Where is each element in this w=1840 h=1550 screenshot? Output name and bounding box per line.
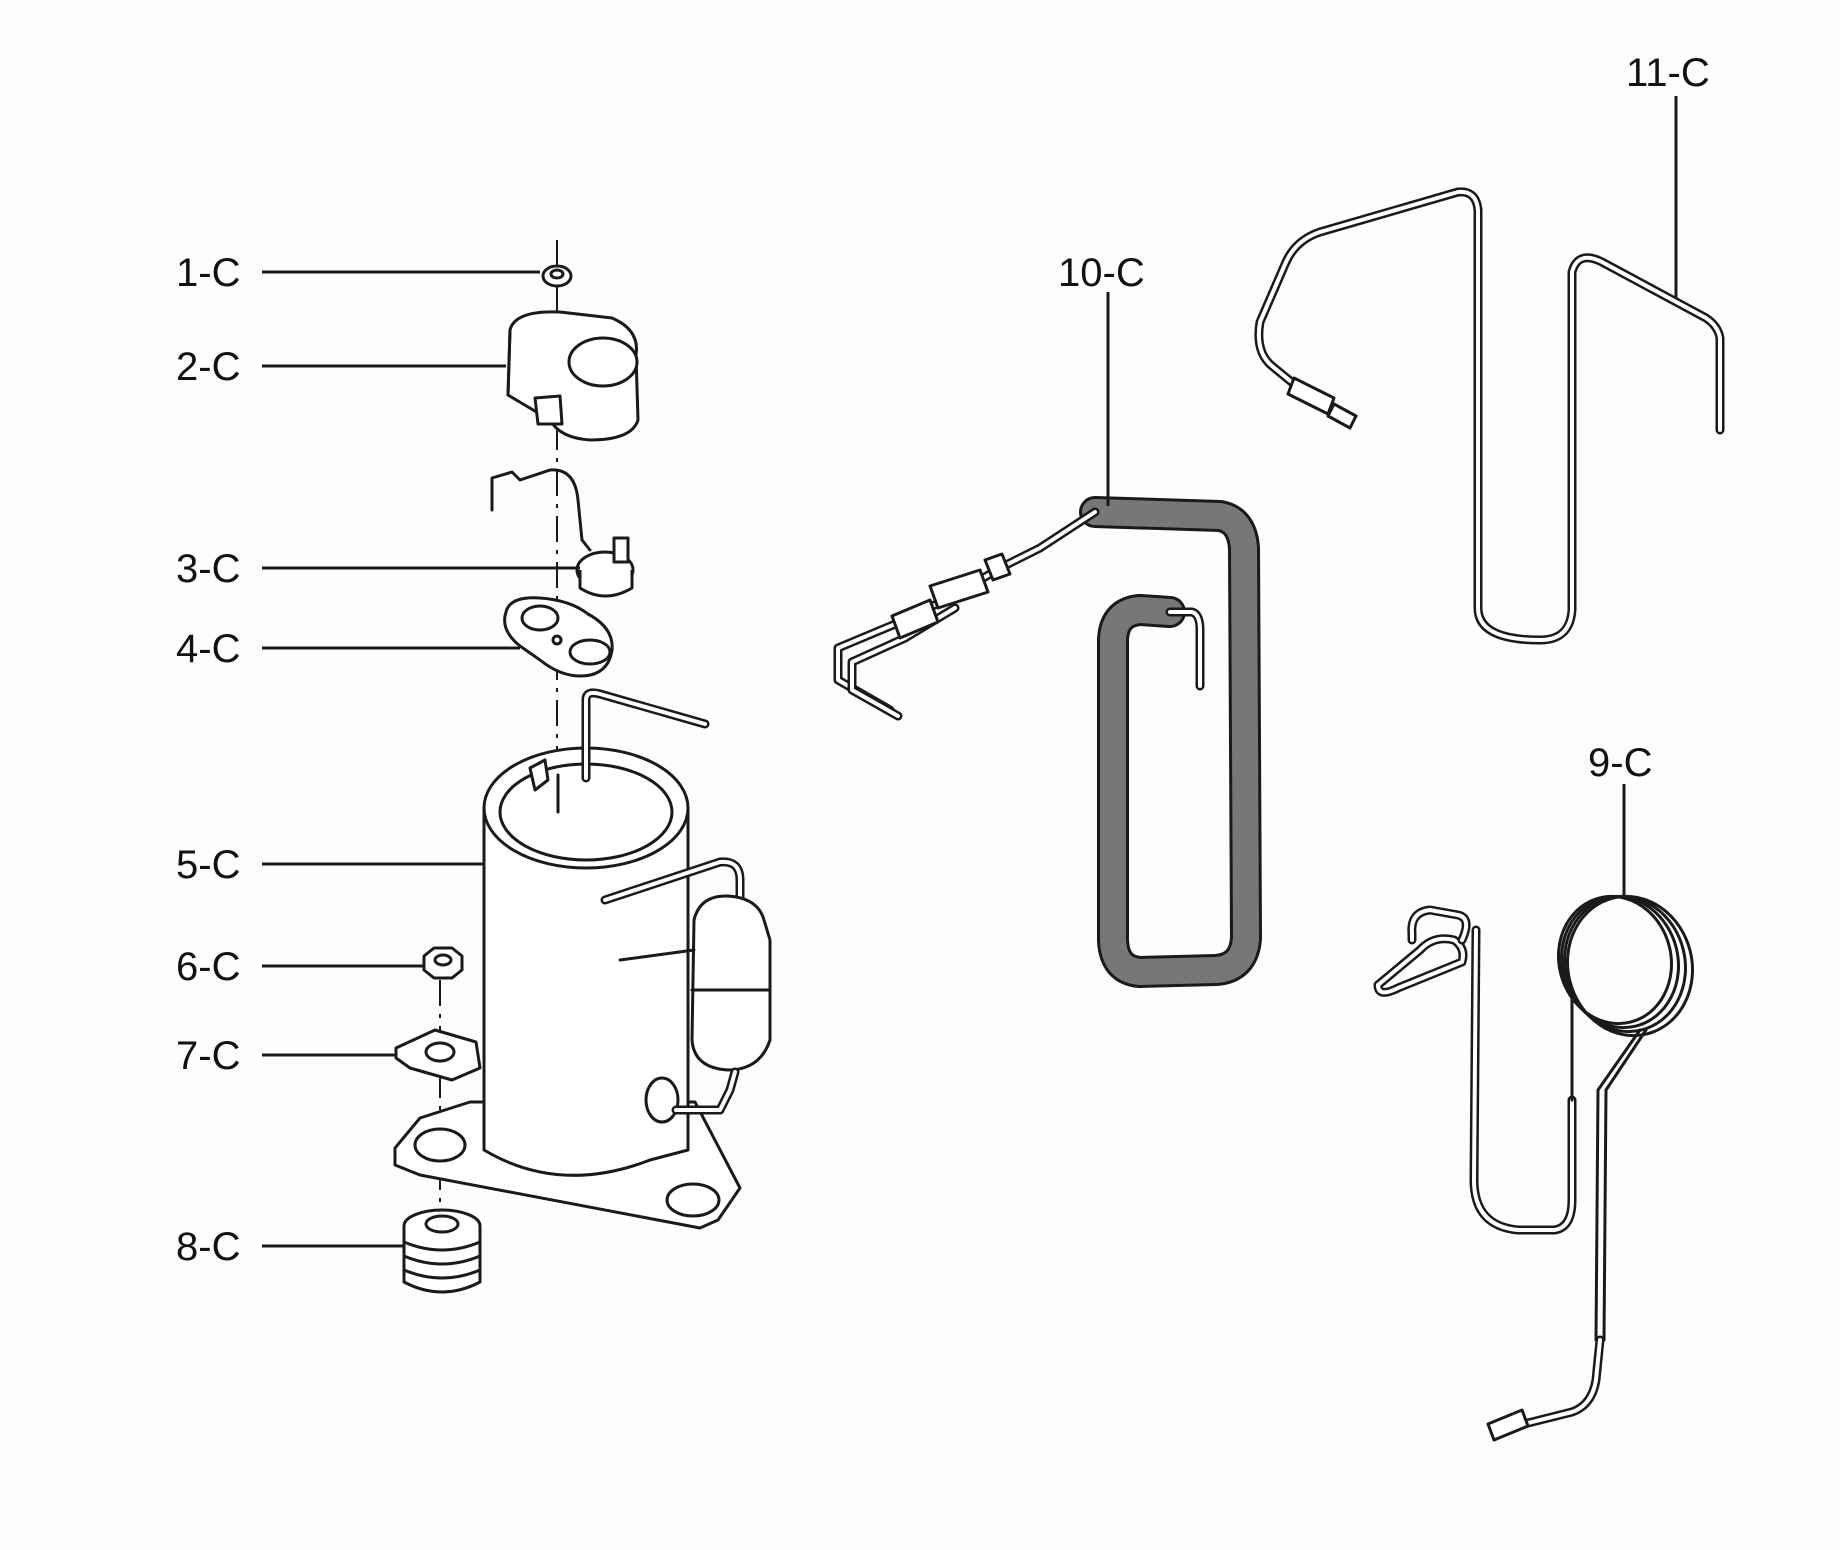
label-part-11-c: 11-C bbox=[1626, 51, 1710, 95]
label-part-6-c: 6-C bbox=[176, 945, 240, 989]
label-part-2-c: 2-C bbox=[176, 345, 240, 389]
part-1-c-nut bbox=[541, 264, 573, 288]
label-part-5-c: 5-C bbox=[176, 843, 240, 887]
label-part-10-c: 10-C bbox=[1058, 251, 1145, 295]
part-2-c-terminal-cover bbox=[506, 310, 640, 442]
label-part-8-c: 8-C bbox=[176, 1225, 240, 1269]
part-9-c-capillary-coil bbox=[1373, 894, 1694, 1442]
part-7-c-washer-plate bbox=[394, 1028, 482, 1082]
part-labels: 1-C 2-C 3-C 4-C 5-C 6-C 7-C 8-C 9-C 10-C… bbox=[176, 51, 1710, 1269]
label-part-3-c: 3-C bbox=[176, 547, 240, 591]
label-part-1-c: 1-C bbox=[176, 251, 240, 295]
part-5-c-compressor bbox=[393, 688, 772, 1230]
part-4-c-gasket bbox=[503, 596, 614, 678]
part-8-c-rubber-grommet bbox=[402, 1208, 482, 1294]
label-part-7-c: 7-C bbox=[176, 1034, 240, 1078]
label-part-4-c: 4-C bbox=[176, 627, 240, 671]
part-3-c-overload-protector bbox=[490, 468, 635, 598]
part-10-c-insulated-tube bbox=[833, 496, 1262, 988]
label-part-9-c: 9-C bbox=[1588, 741, 1652, 785]
leader-lines bbox=[262, 96, 1678, 1248]
part-6-c-nut bbox=[422, 946, 464, 980]
part-11-c-tube bbox=[1254, 187, 1725, 645]
